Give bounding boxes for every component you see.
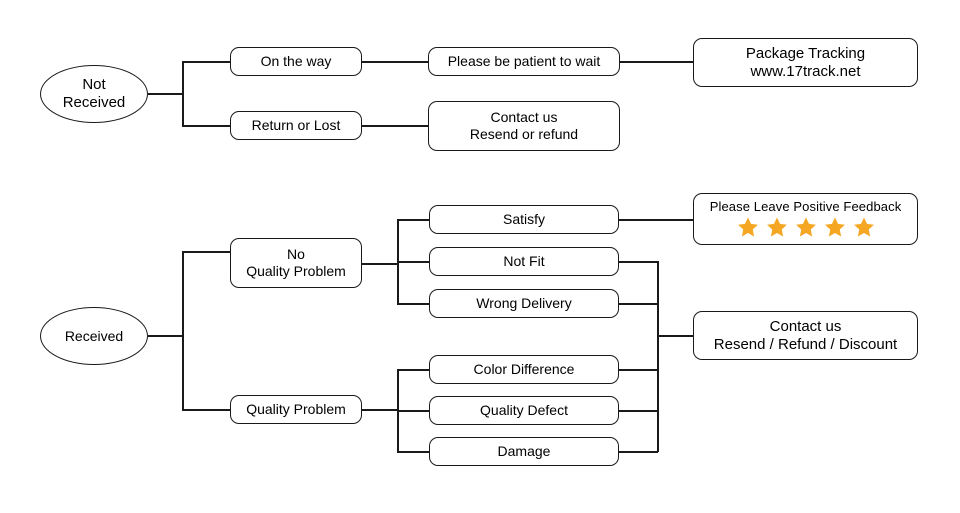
node-color-difference-label: Color Difference [473, 361, 575, 378]
node-no-quality-problem-line2: Quality Problem [246, 263, 346, 279]
node-contact-resend-refund-line1: Contact us [490, 109, 558, 126]
node-quality-defect[interactable]: Quality Defect [429, 396, 619, 425]
node-please-be-patient[interactable]: Please be patient to wait [428, 47, 620, 76]
node-wrong-delivery-label: Wrong Delivery [476, 295, 572, 312]
connector-on-the-way-to-wait [362, 61, 428, 63]
connector-to-color-difference [397, 369, 429, 371]
node-damage[interactable]: Damage [429, 437, 619, 466]
node-not-fit[interactable]: Not Fit [429, 247, 619, 276]
star-icon [766, 217, 787, 237]
node-please-be-patient-label: Please be patient to wait [447, 53, 601, 70]
node-on-the-way[interactable]: On the way [230, 47, 362, 76]
node-contact-discount-line1: Contact us [769, 317, 842, 335]
connector-quality-defect-merge [619, 410, 658, 412]
star-icon [853, 217, 874, 237]
node-contact-resend-refund[interactable]: Contact us Resend or refund [428, 101, 620, 151]
connector-merge-bus [657, 261, 659, 452]
node-return-or-lost-label: Return or Lost [251, 117, 341, 134]
node-damage-label: Damage [497, 443, 551, 460]
connector-wait-to-tracking [620, 61, 693, 63]
node-contact-discount-line2: Resend / Refund / Discount [713, 335, 898, 353]
connector-bus-to-contact [657, 335, 693, 337]
connector-color-difference-merge [619, 369, 658, 371]
node-quality-problem[interactable]: Quality Problem [230, 395, 362, 424]
star-icon [824, 217, 845, 237]
connector-to-quality-defect [397, 410, 429, 412]
connector-to-quality-problem [182, 409, 230, 411]
connector-not-received-stem [148, 93, 183, 95]
connector-to-damage [397, 451, 429, 453]
connector-to-return-or-lost [182, 125, 230, 127]
star-icon [737, 217, 758, 237]
node-satisfy-label: Satisfy [502, 211, 545, 228]
node-received[interactable]: Received [40, 307, 148, 365]
connector-problem-stem [362, 409, 398, 411]
node-no-quality-problem-line1: No [287, 246, 305, 263]
node-wrong-delivery[interactable]: Wrong Delivery [429, 289, 619, 318]
connector-to-satisfy [397, 219, 429, 221]
node-package-tracking-line1: Package Tracking [745, 44, 866, 62]
node-satisfy[interactable]: Satisfy [429, 205, 619, 234]
connector-not-received-split [182, 61, 184, 126]
star-icon [795, 217, 816, 237]
node-not-fit-label: Not Fit [503, 253, 545, 270]
connector-to-not-fit [397, 261, 429, 263]
node-on-the-way-label: On the way [260, 53, 332, 70]
connector-not-fit-merge [619, 261, 658, 263]
connector-to-wrong-delivery [397, 303, 429, 305]
node-not-received-line1: Not [82, 76, 106, 94]
connector-received-split [182, 251, 184, 410]
node-quality-problem-label: Quality Problem [246, 401, 346, 418]
connector-damage-merge [619, 451, 658, 453]
star-rating[interactable] [737, 216, 875, 238]
connector-return-to-contact [362, 125, 428, 127]
node-contact-resend-refund-discount[interactable]: Contact us Resend / Refund / Discount [693, 311, 918, 360]
node-not-received[interactable]: Not Received [40, 65, 148, 123]
connector-received-stem [148, 335, 183, 337]
node-return-or-lost[interactable]: Return or Lost [230, 111, 362, 140]
node-contact-resend-refund-line2: Resend or refund [469, 126, 579, 142]
node-no-quality-problem[interactable]: No Quality Problem [230, 238, 362, 288]
node-received-label: Received [64, 327, 124, 344]
node-package-tracking[interactable]: Package Tracking www.17track.net [693, 38, 918, 87]
connector-to-no-quality-problem [182, 251, 230, 253]
node-quality-defect-label: Quality Defect [480, 402, 568, 419]
node-positive-feedback-label: Please Leave Positive Feedback [709, 199, 902, 214]
node-package-tracking-line2: www.17track.net [750, 62, 861, 80]
node-not-received-line2: Received [62, 94, 126, 111]
node-positive-feedback[interactable]: Please Leave Positive Feedback [693, 193, 918, 245]
connector-satisfy-to-feedback [619, 219, 693, 221]
connector-wrong-delivery-merge [619, 303, 658, 305]
node-color-difference[interactable]: Color Difference [429, 355, 619, 384]
connector-to-on-the-way [182, 61, 230, 63]
connector-no-problem-stem [362, 263, 398, 265]
